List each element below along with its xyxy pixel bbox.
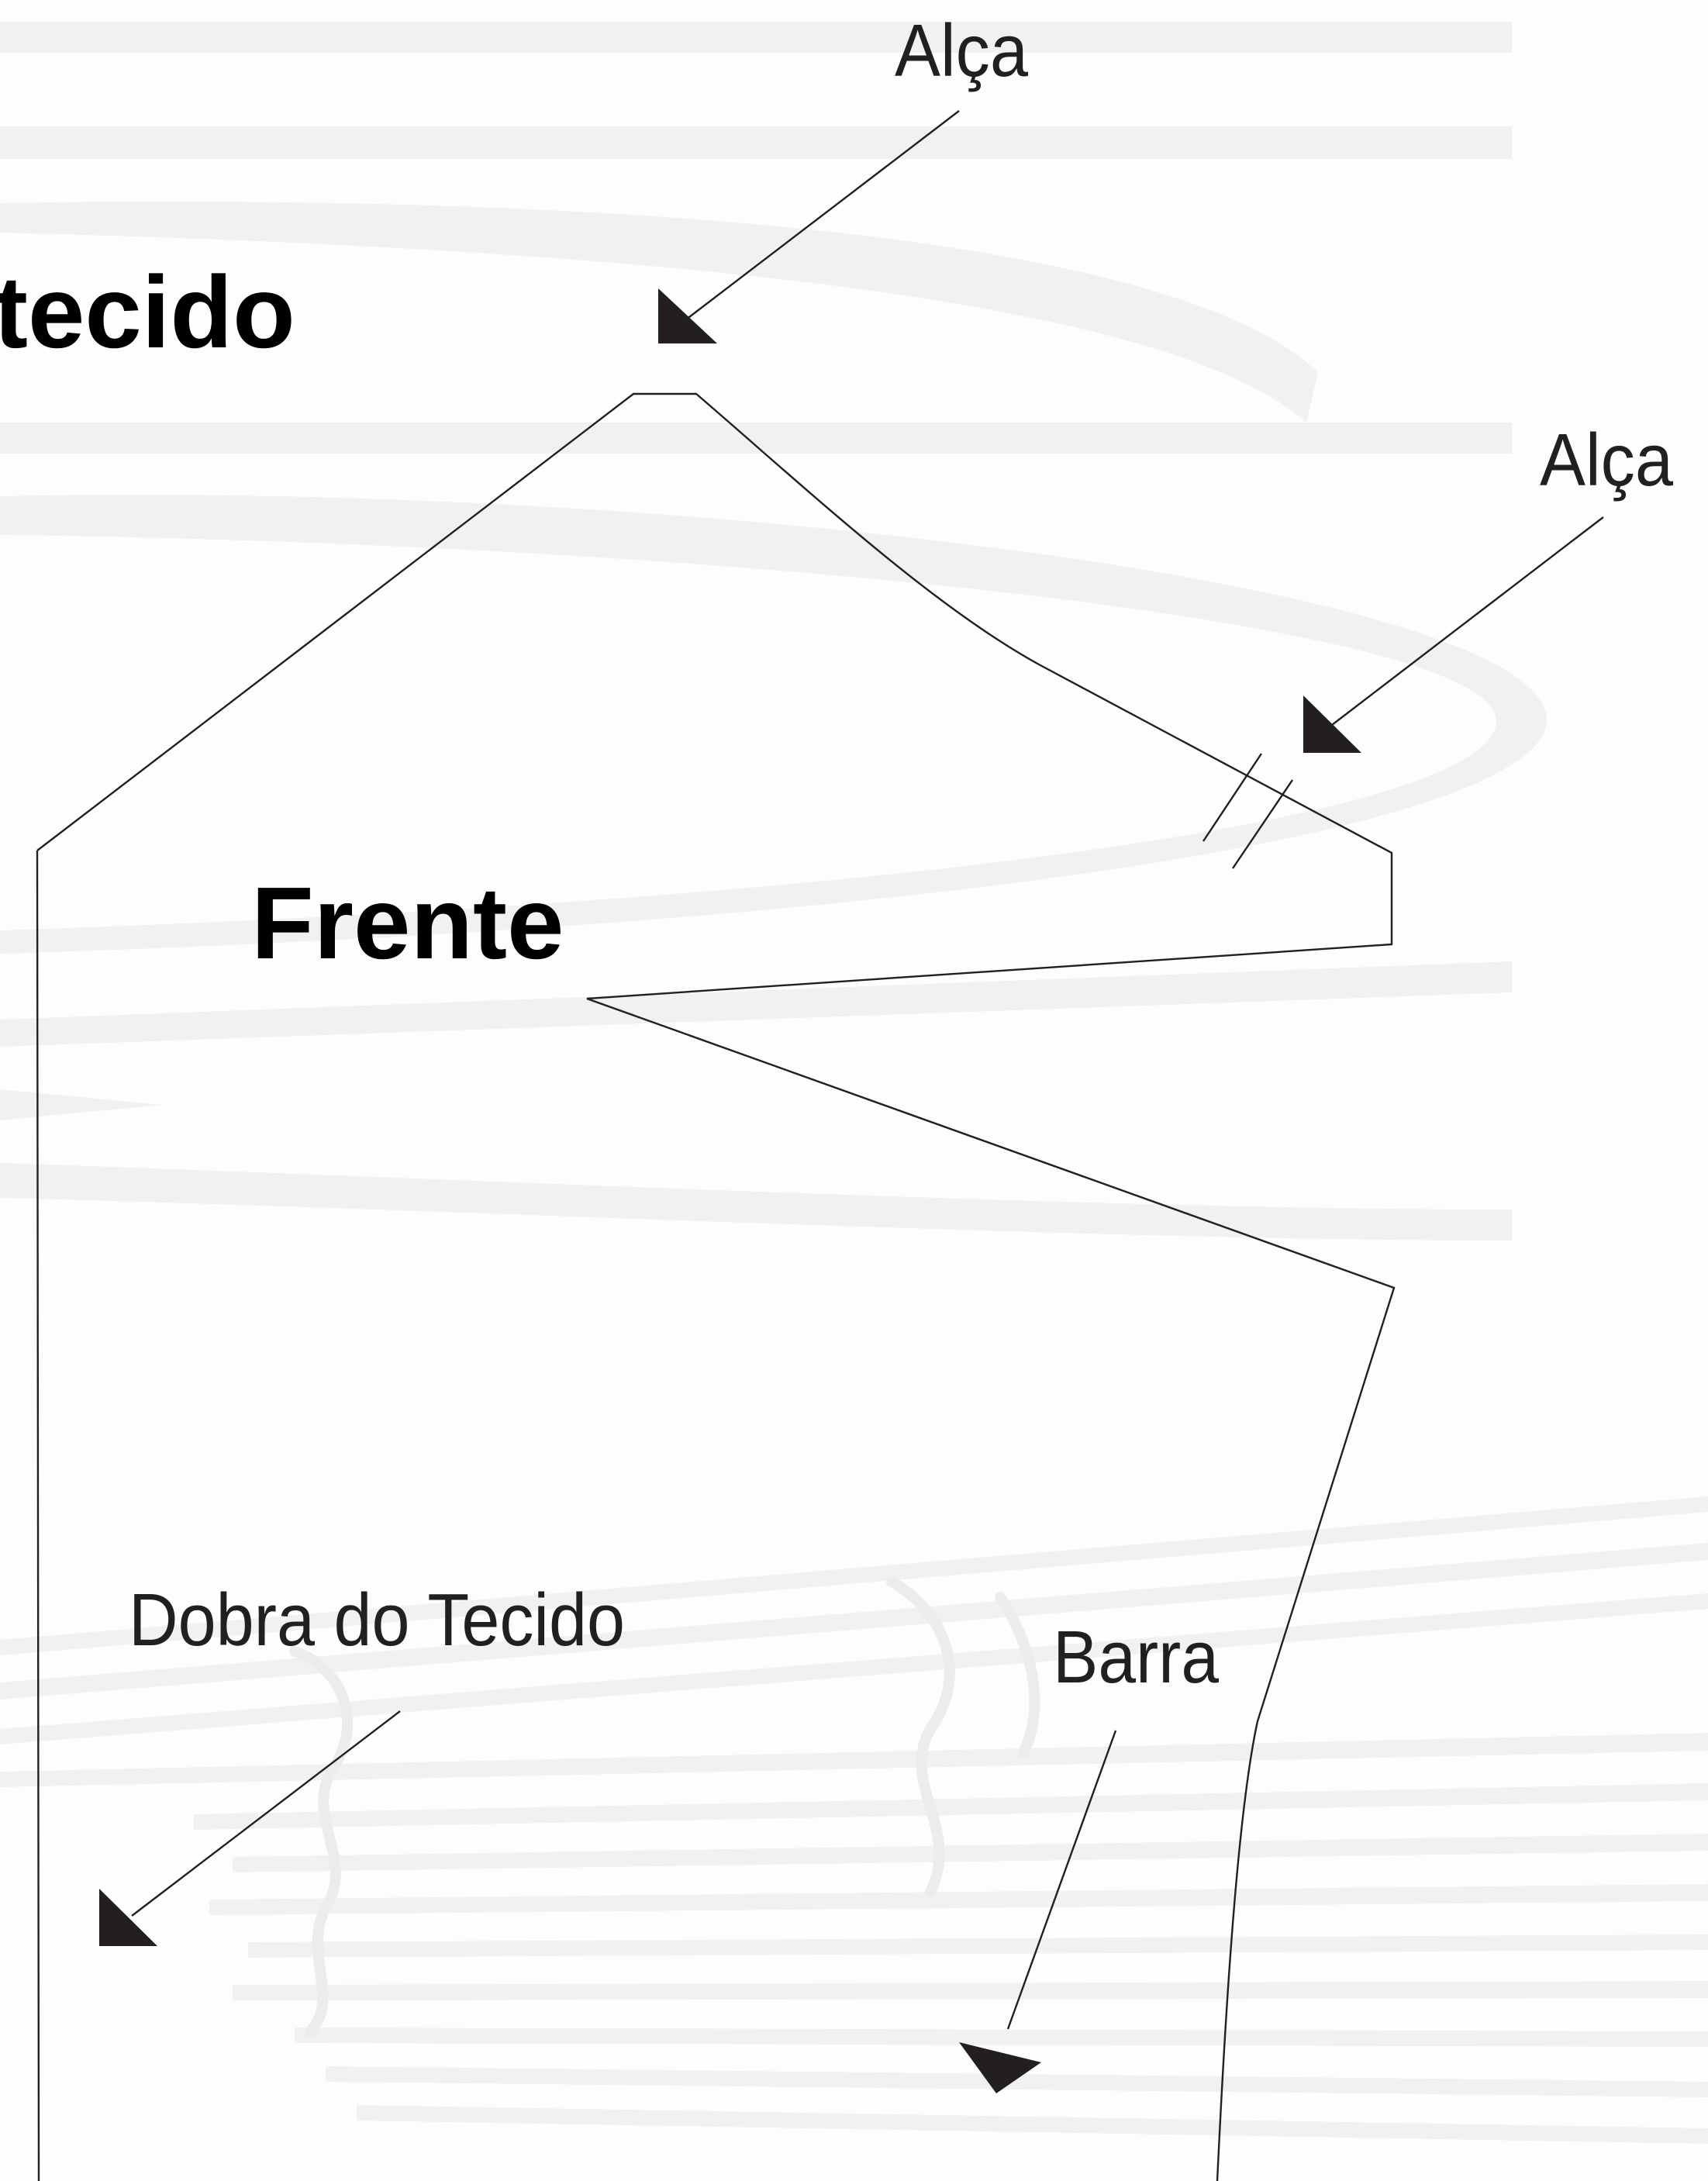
arrow-line-strap-side — [1331, 516, 1604, 726]
label-strap-top: Alça — [895, 9, 1029, 92]
label-strap-side: Alça — [1540, 419, 1674, 502]
label-hem: Barra — [1053, 1616, 1220, 1699]
notch-mark — [1232, 779, 1293, 869]
arrowhead-fabric-fold — [99, 1889, 157, 1946]
arrow-line-fabric-fold — [131, 1710, 401, 1917]
pattern-outline — [36, 392, 1396, 2181]
notch-mark — [1203, 753, 1262, 842]
arrowhead-strap-top — [658, 288, 717, 343]
arrowhead-hem — [959, 2042, 1041, 2093]
arrow-line-strap-top — [685, 110, 960, 320]
watermark-swoosh — [0, 22, 1548, 1241]
arrowhead-strap-side — [1303, 695, 1361, 753]
piece-label: Frente — [251, 866, 564, 980]
arrow-line-hem — [1006, 1730, 1117, 2030]
watermark-figure — [289, 1576, 1040, 2037]
label-fabric-fold: Dobra do Tecido — [129, 1579, 625, 1662]
watermark-strokes — [0, 1496, 1708, 2144]
title-fragment: tecido — [0, 255, 295, 369]
